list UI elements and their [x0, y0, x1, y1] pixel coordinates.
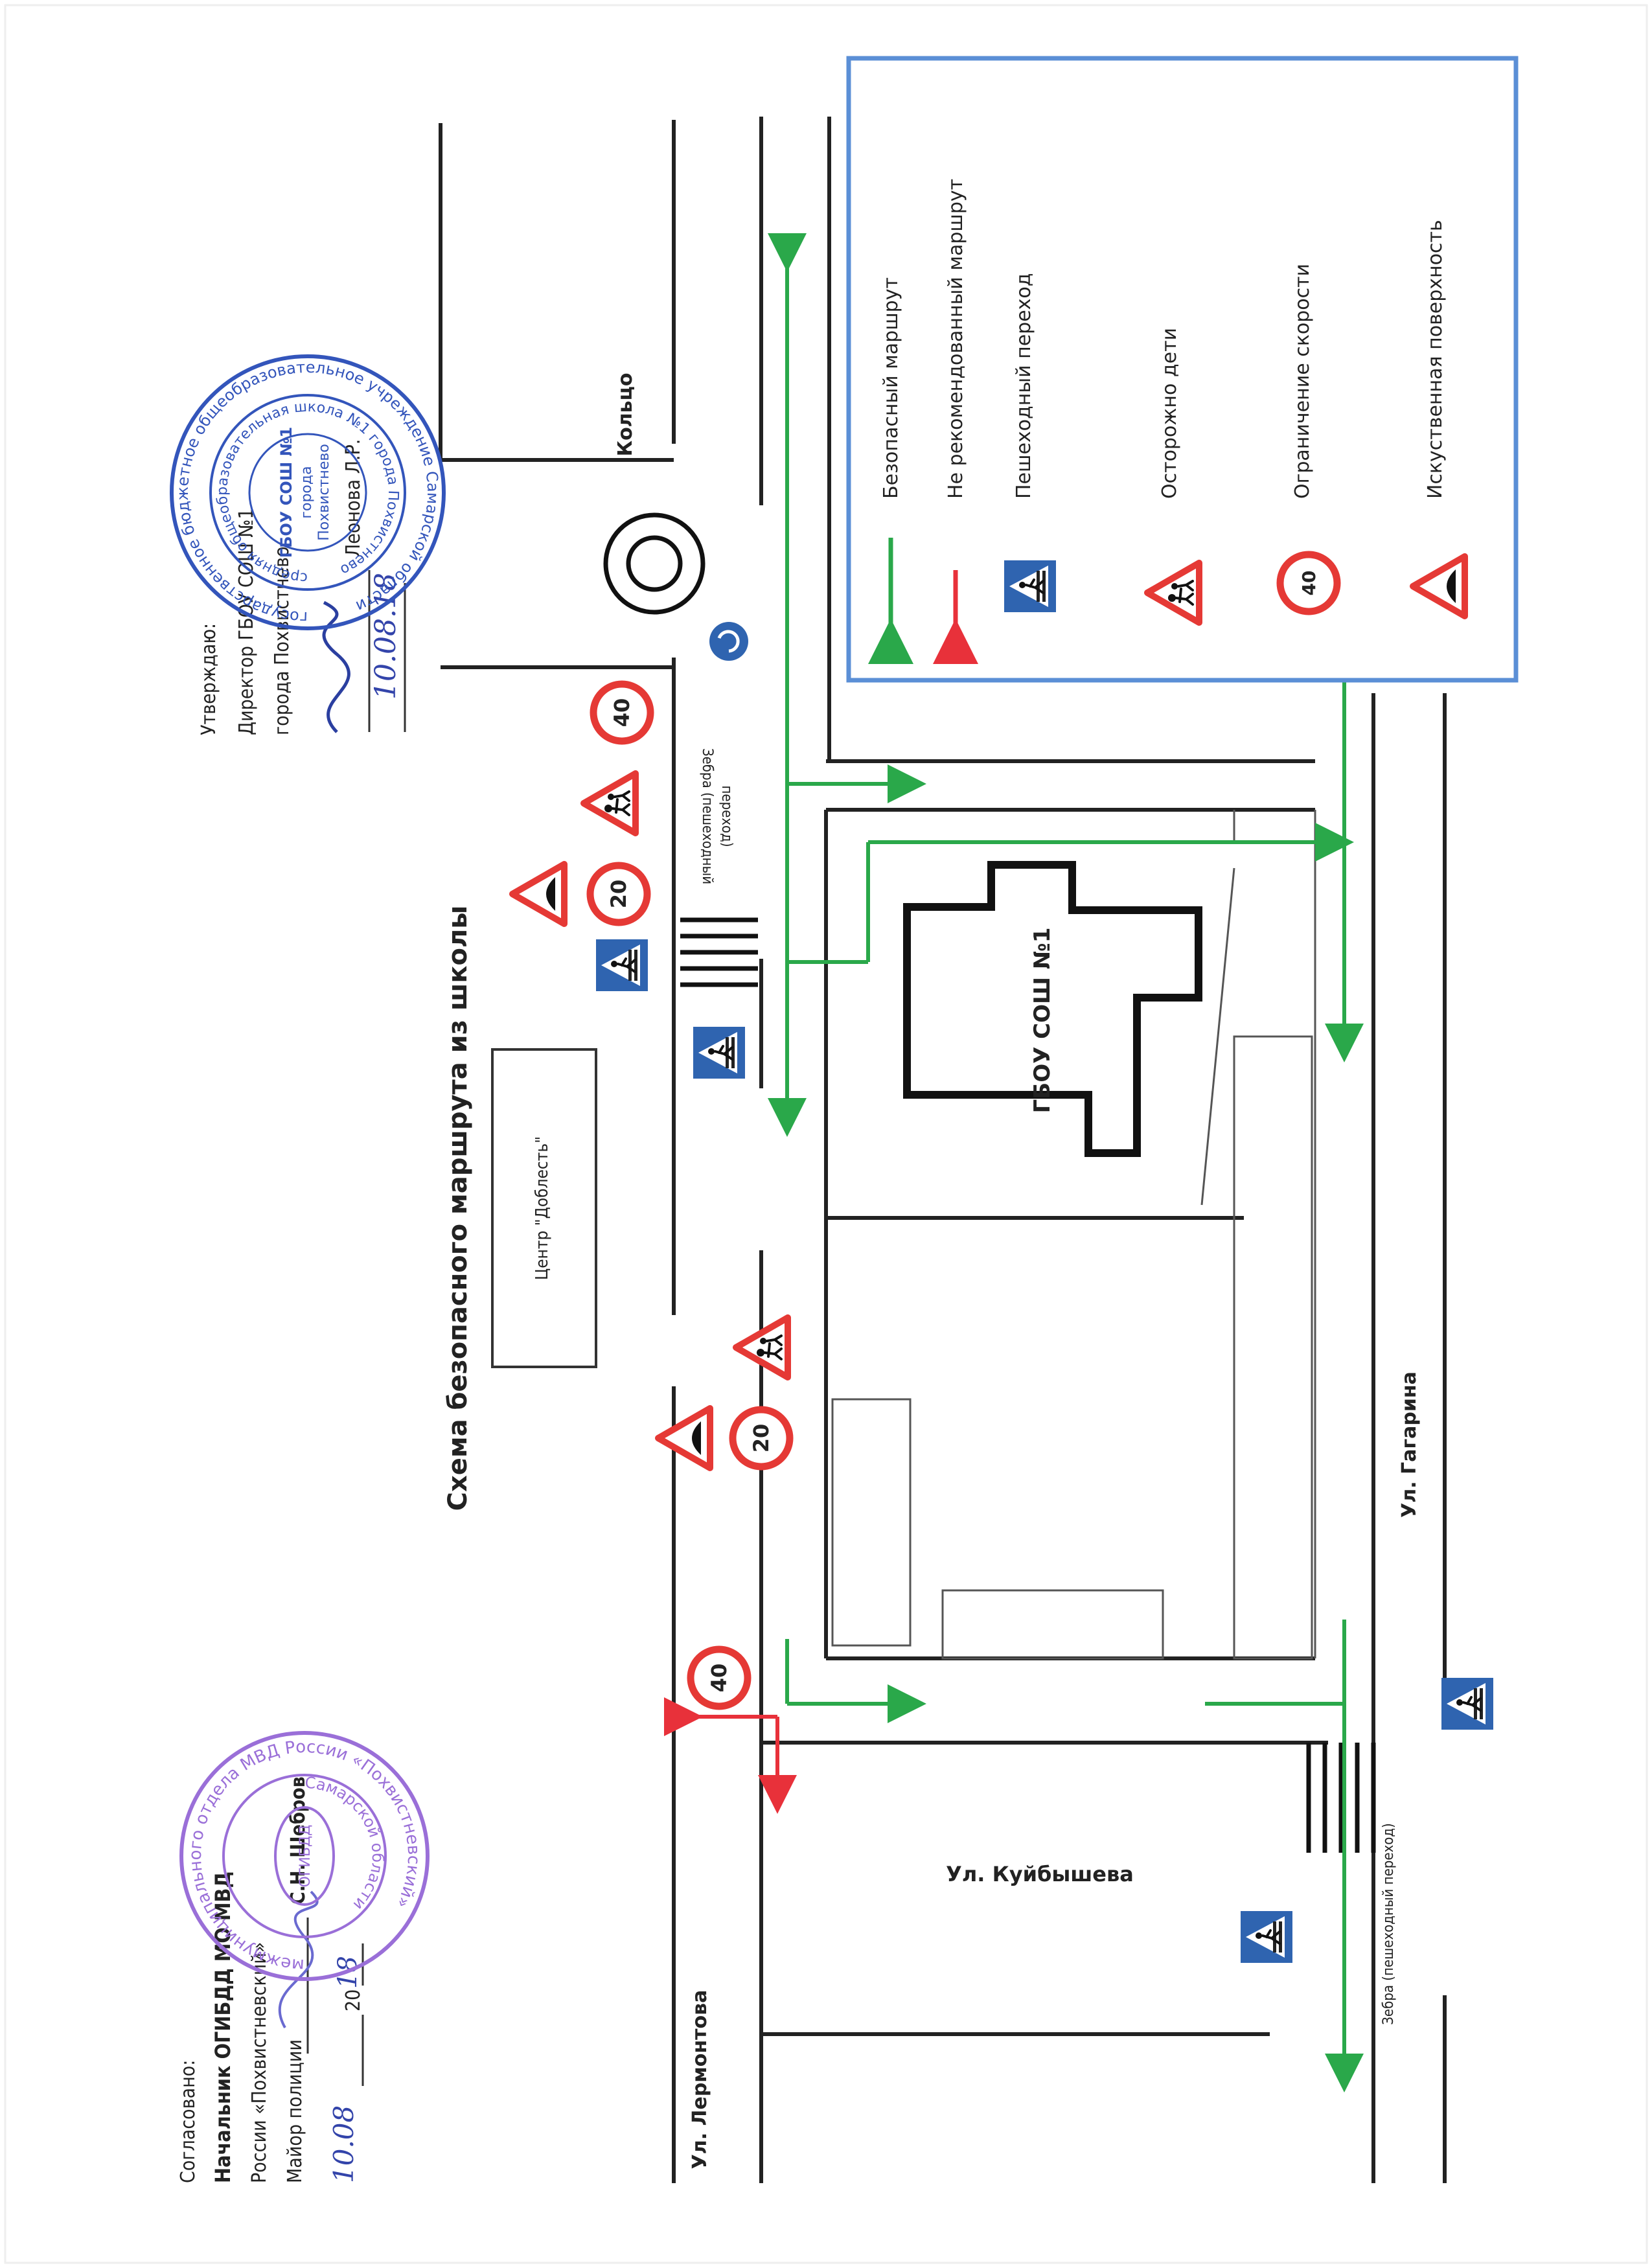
- children-warning-icon-top: [584, 773, 636, 833]
- speed-limit-20-mid: 20: [733, 1410, 790, 1467]
- speed-limit-40-top: 40: [593, 684, 650, 741]
- street-ring: Кольцо: [614, 373, 637, 457]
- svg-text:Не рекомендованный маршрут: Не рекомендованный маршрут: [945, 179, 967, 499]
- page-title: Схема безопасного маршрута из школы: [443, 906, 473, 1511]
- speed-bump-icon-mid: [658, 1408, 710, 1468]
- approval-police-date-hw: 10.08: [328, 2105, 360, 2183]
- zebra-top-label-2: переход): [718, 785, 735, 847]
- legend-item-bump: Искуственная поверхность: [1413, 220, 1465, 616]
- approval-school-heading: Утверждаю:: [198, 623, 220, 735]
- legend-item-speed: 40 Ограничение скорости: [1280, 264, 1337, 612]
- stamp-school: государственное бюджетное общеобразовате…: [170, 354, 446, 630]
- svg-text:ГБОУ СОШ №1: ГБОУ СОШ №1: [277, 427, 295, 558]
- zebra-top-label-1: Зебра (пешеходный: [699, 748, 715, 884]
- svg-text:40: 40: [610, 698, 634, 727]
- approval-police-heading: Согласовано:: [177, 2060, 200, 2183]
- approval-police-date-year: 20: [342, 1989, 365, 2011]
- zebra-crossing-top: [680, 917, 758, 987]
- roundabout: [603, 512, 706, 615]
- svg-text:Пешеходный переход: Пешеходный переход: [1013, 273, 1035, 499]
- signature-school: [322, 601, 350, 733]
- speed-bump-icon-top: [512, 864, 564, 924]
- road-lines: [439, 117, 1447, 2183]
- legend-item-children: Осторожно дети: [1147, 328, 1199, 623]
- approval-police-line3: Майор полиции: [284, 2039, 306, 2183]
- roundabout-sign-icon: [709, 622, 748, 661]
- svg-text:Безопасный маршрут: Безопасный маршрут: [880, 277, 902, 499]
- zebra-bottom-label: Зебра (пешеходный переход): [1381, 1823, 1397, 2025]
- svg-text:40: 40: [1298, 571, 1320, 596]
- school-building: [903, 861, 1202, 1157]
- svg-text:40: 40: [707, 1664, 731, 1693]
- unsafe-route: [664, 1697, 797, 1814]
- safe-route: [768, 233, 1364, 2092]
- zebra-crossing-bottom: [1306, 1743, 1376, 1853]
- speed-limit-icon: 40: [1280, 555, 1337, 612]
- approval-police-line1: Начальник ОГИБДД МО МВД: [211, 1872, 235, 2183]
- svg-text:Ограничение скорости: Ограничение скорости: [1291, 264, 1314, 499]
- approval-school-line2: города Похвистнево: [271, 546, 293, 735]
- pedestrian-crossing-icon-right: [1440, 1677, 1495, 1731]
- legend-item-crossing: Пешеходный переход: [1003, 273, 1057, 613]
- legend-item-unsafe: Не рекомендованный маршрут: [933, 179, 978, 664]
- stamp-police: межмуниципального отдела МВД России «Пох…: [179, 1731, 430, 1981]
- school-yard: [831, 810, 1316, 1660]
- svg-text:города: города: [299, 466, 315, 518]
- approval-school-line1: Директор ГБОУ СОШ №1: [235, 508, 258, 735]
- pedestrian-crossing-icon: [1003, 559, 1057, 613]
- speed-limit-20-top: 20: [590, 865, 647, 922]
- svg-text:Самарской области: Самарской области: [304, 1774, 387, 1914]
- svg-text:20: 20: [749, 1424, 774, 1453]
- svg-text:ОГИБДД: ОГИБДД: [297, 1825, 314, 1888]
- center-building-label: Центр "Доблесть": [533, 1136, 552, 1280]
- svg-text:20: 20: [606, 880, 631, 909]
- pedestrian-crossing-icon-top: [595, 938, 649, 992]
- page-edge: [4, 4, 1648, 2264]
- legend-item-safe: Безопасный маршрут: [868, 277, 913, 664]
- school-label: ГБОУ СОШ №1: [1029, 928, 1055, 1114]
- pedestrian-crossing-icon-bottom: [1239, 1910, 1294, 1964]
- speed-limit-40-bottom: 40: [691, 1649, 748, 1706]
- street-gagarina: Ул. Гагарина: [1398, 1371, 1421, 1518]
- approval-police-line2: России «Похвистневский»: [248, 1942, 271, 2183]
- street-kuybysheva: Ул. Куйбышева: [946, 1862, 1134, 1886]
- svg-text:Искуственная поверхность: Искуственная поверхность: [1424, 220, 1447, 499]
- svg-text:Похвистнево: Похвистнево: [316, 444, 332, 541]
- center-building: [491, 1048, 597, 1368]
- street-lermontova: Ул. Лермонтова: [689, 1990, 711, 2170]
- approval-police-signer: С.Н. Шебров: [287, 1776, 310, 1905]
- svg-text:Осторожно дети: Осторожно дети: [1158, 328, 1181, 499]
- pedestrian-crossing-icon-mid: [692, 1025, 746, 1080]
